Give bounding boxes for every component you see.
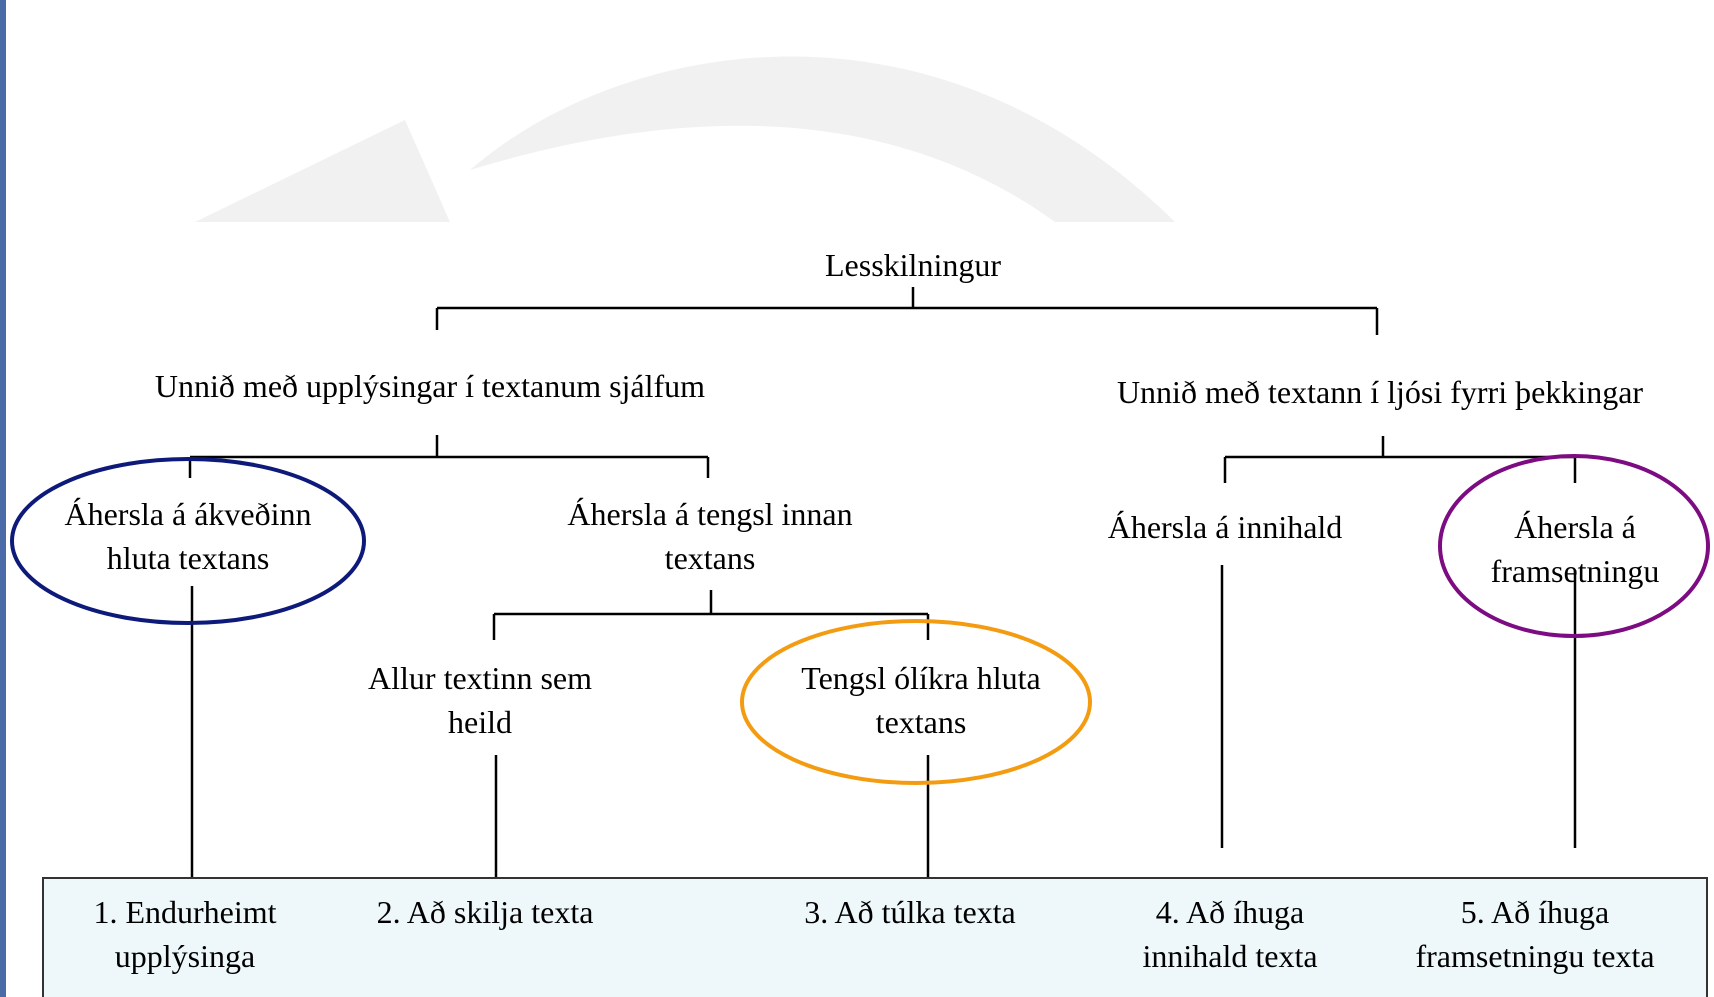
slide-left-edge <box>0 0 6 997</box>
ellipse-focus-part <box>10 457 366 625</box>
root-node: Lesskilningur <box>825 247 1001 283</box>
tree-connectors <box>188 287 1577 877</box>
ellipse-parts-relations <box>740 619 1092 785</box>
branch-right: Unnið með textann í ljósi fyrri þekkinga… <box>1116 374 1644 410</box>
outcome-3: 3. Að túlka texta <box>804 894 1016 930</box>
node-focus-relations: Áhersla á tengsl innan textans <box>567 496 853 576</box>
watermark-swoosh <box>195 56 1175 222</box>
node-focus-presentation: Áhersla á framsetningu <box>1490 509 1660 589</box>
outcome-5: 5. Að íhuga framsetningu texta <box>1415 894 1655 974</box>
outcome-2: 2. Að skilja texta <box>376 894 594 930</box>
node-parts-relations: Tengsl ólíkra hluta textans <box>801 660 1041 740</box>
node-focus-part: Áhersla á ákveðinn hluta textans <box>64 496 312 576</box>
node-whole-text: Allur textinn sem heild <box>368 660 592 740</box>
branch-left: Unnið með upplýsingar í textanum sjálfum <box>154 368 706 404</box>
ellipse-focus-presentation <box>1438 454 1710 638</box>
outcome-4: 4. Að íhuga innihald texta <box>1142 894 1318 974</box>
outcome-1: 1. Endurheimt upplýsinga <box>93 894 277 974</box>
node-focus-content: Áhersla á innihald <box>1107 509 1343 545</box>
outcomes-box <box>42 877 1708 997</box>
